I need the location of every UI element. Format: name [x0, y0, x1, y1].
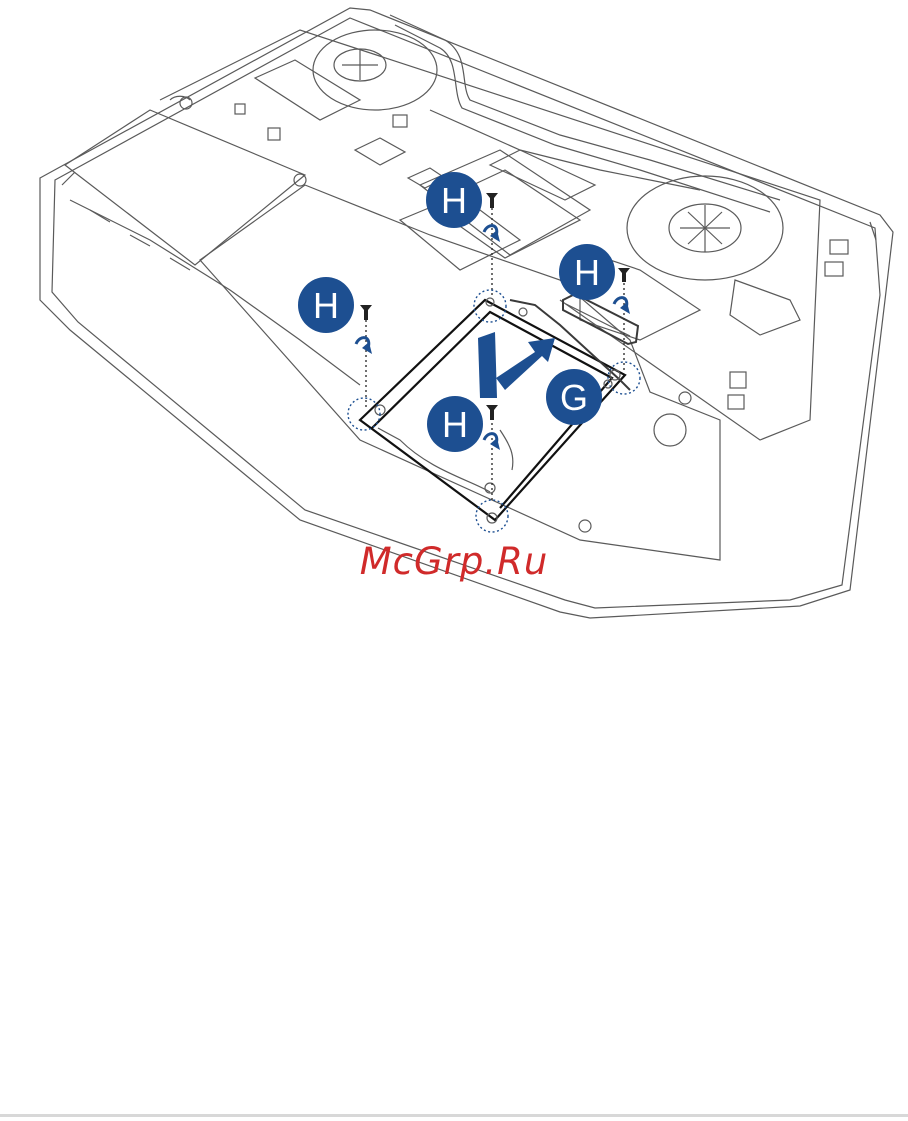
callout-letter: H: [441, 180, 467, 221]
remove-arrow-icon: [478, 332, 555, 398]
laptop-chassis-outline: [40, 8, 893, 618]
callout-letter: H: [313, 285, 339, 326]
board-components: [70, 104, 848, 409]
callout-h-left: H: [298, 277, 354, 333]
callout-letter: G: [560, 377, 588, 418]
callout-h-center: H: [427, 396, 483, 452]
memory-modules: [255, 60, 595, 270]
footer-divider: [0, 1114, 908, 1117]
watermark-text: McGrp.Ru: [0, 540, 908, 583]
cooling-fans: [313, 30, 783, 280]
callout-letter: H: [442, 404, 468, 445]
callout-g: G: [546, 369, 602, 425]
callout-h-top: H: [426, 172, 482, 228]
callout-letter: H: [574, 252, 600, 293]
callout-h-right: H: [559, 244, 615, 300]
